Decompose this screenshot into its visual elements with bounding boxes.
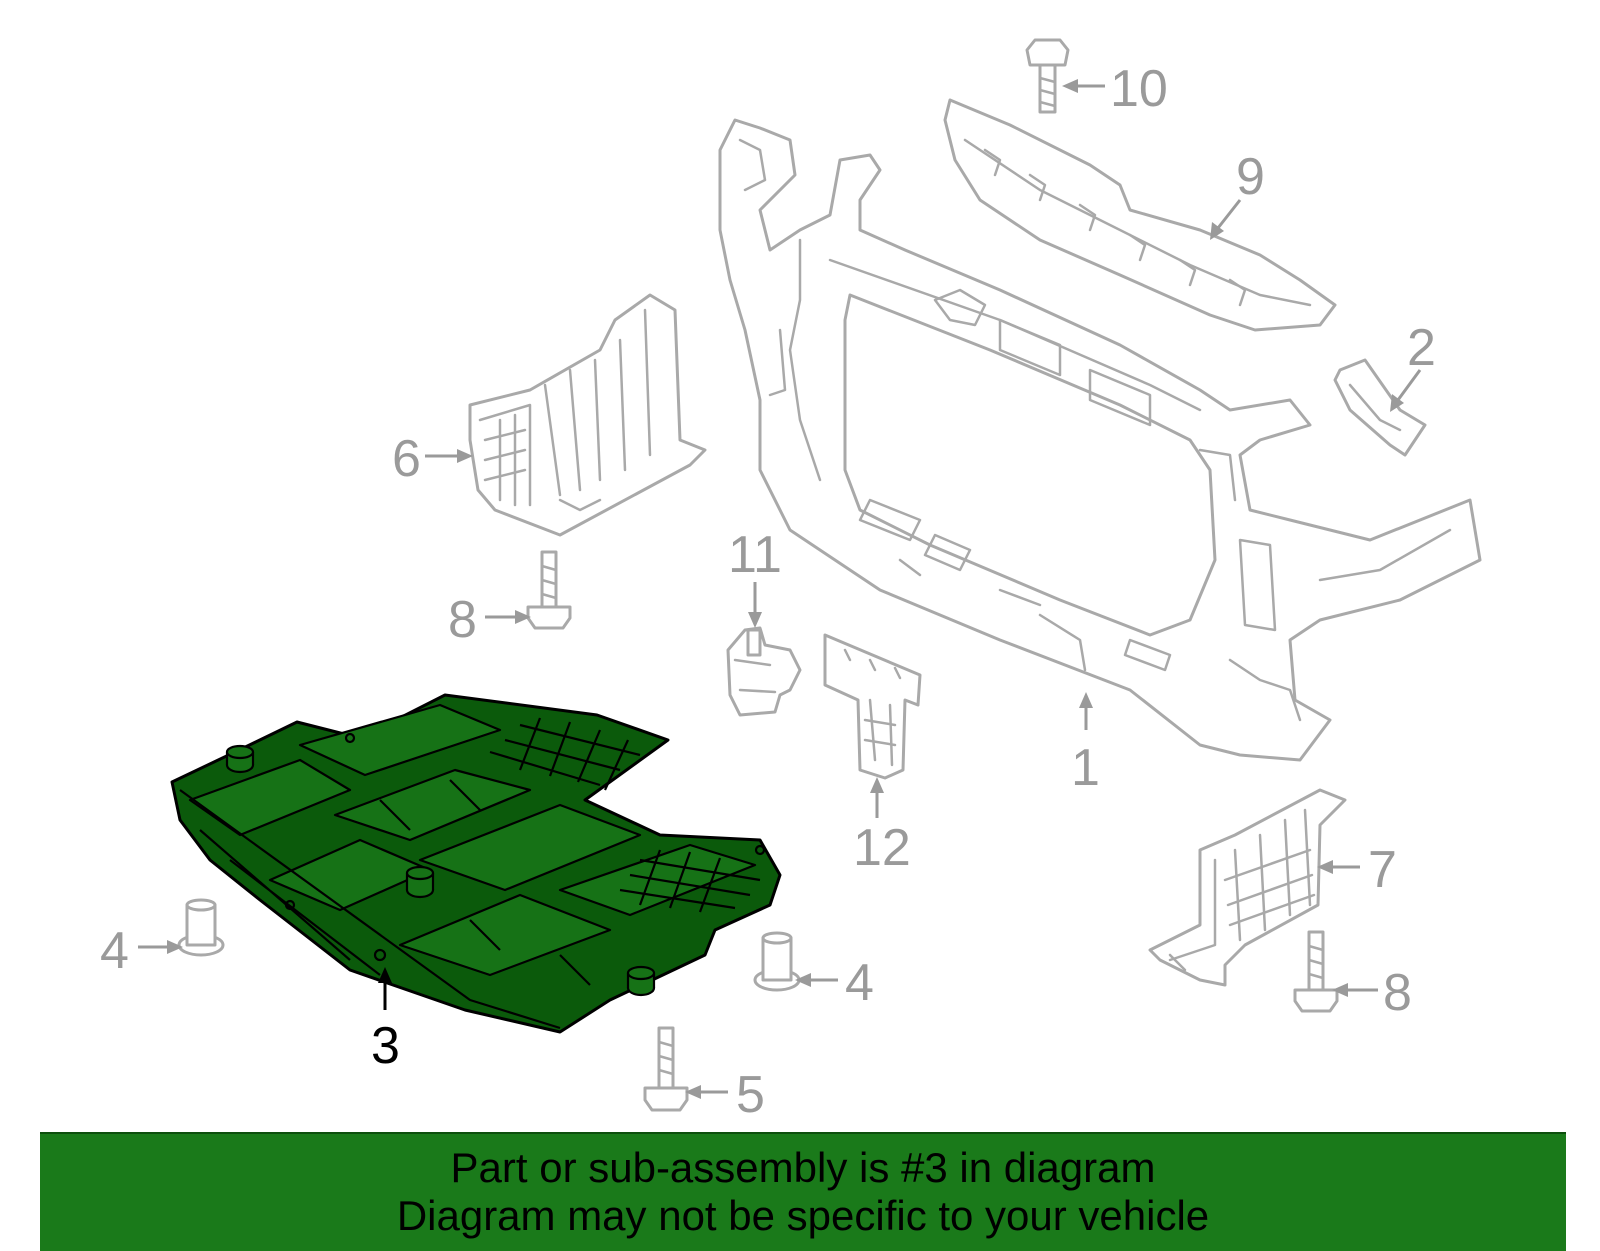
part-7-air-guide[interactable] <box>1148 788 1347 987</box>
callout-11: 11 <box>728 526 782 584</box>
callout-3: 3 <box>371 1017 400 1075</box>
part-12-plate[interactable] <box>823 633 922 780</box>
callout-12: 12 <box>853 819 911 877</box>
callout-10: 10 <box>1110 60 1168 118</box>
part-6-air-guide[interactable] <box>468 293 707 537</box>
part-1-radiator-support[interactable] <box>718 118 1482 762</box>
part-5-bolt[interactable] <box>643 1026 689 1112</box>
callout-4a: 4 <box>100 922 129 980</box>
callout-6: 6 <box>392 430 421 488</box>
part-9-upper-brace[interactable] <box>943 98 1337 332</box>
part-11-clip[interactable] <box>726 626 802 717</box>
part-8-bolt-left[interactable] <box>526 550 572 630</box>
part-8-bolt-right[interactable] <box>1293 930 1339 1013</box>
callout-9: 9 <box>1236 148 1265 206</box>
callout-4b: 4 <box>845 954 874 1012</box>
callout-8a: 8 <box>448 591 477 649</box>
callout-2: 2 <box>1407 319 1436 377</box>
info-banner: Part or sub-assembly is #3 in diagram Di… <box>40 1132 1566 1251</box>
callout-5: 5 <box>736 1066 765 1124</box>
part-2-bracket[interactable] <box>1333 358 1427 457</box>
part-3-under-cover[interactable] <box>170 693 782 1034</box>
callout-1: 1 <box>1071 739 1100 797</box>
part-4-clip-left[interactable] <box>177 898 225 957</box>
callout-7: 7 <box>1368 841 1397 899</box>
callout-8b: 8 <box>1383 964 1412 1022</box>
banner-line-1: Part or sub-assembly is #3 in diagram <box>450 1144 1156 1191</box>
part-10-bolt[interactable] <box>1025 38 1070 114</box>
part-4-clip-right[interactable] <box>753 931 801 992</box>
banner-line-2: Diagram may not be specific to your vehi… <box>396 1192 1210 1239</box>
